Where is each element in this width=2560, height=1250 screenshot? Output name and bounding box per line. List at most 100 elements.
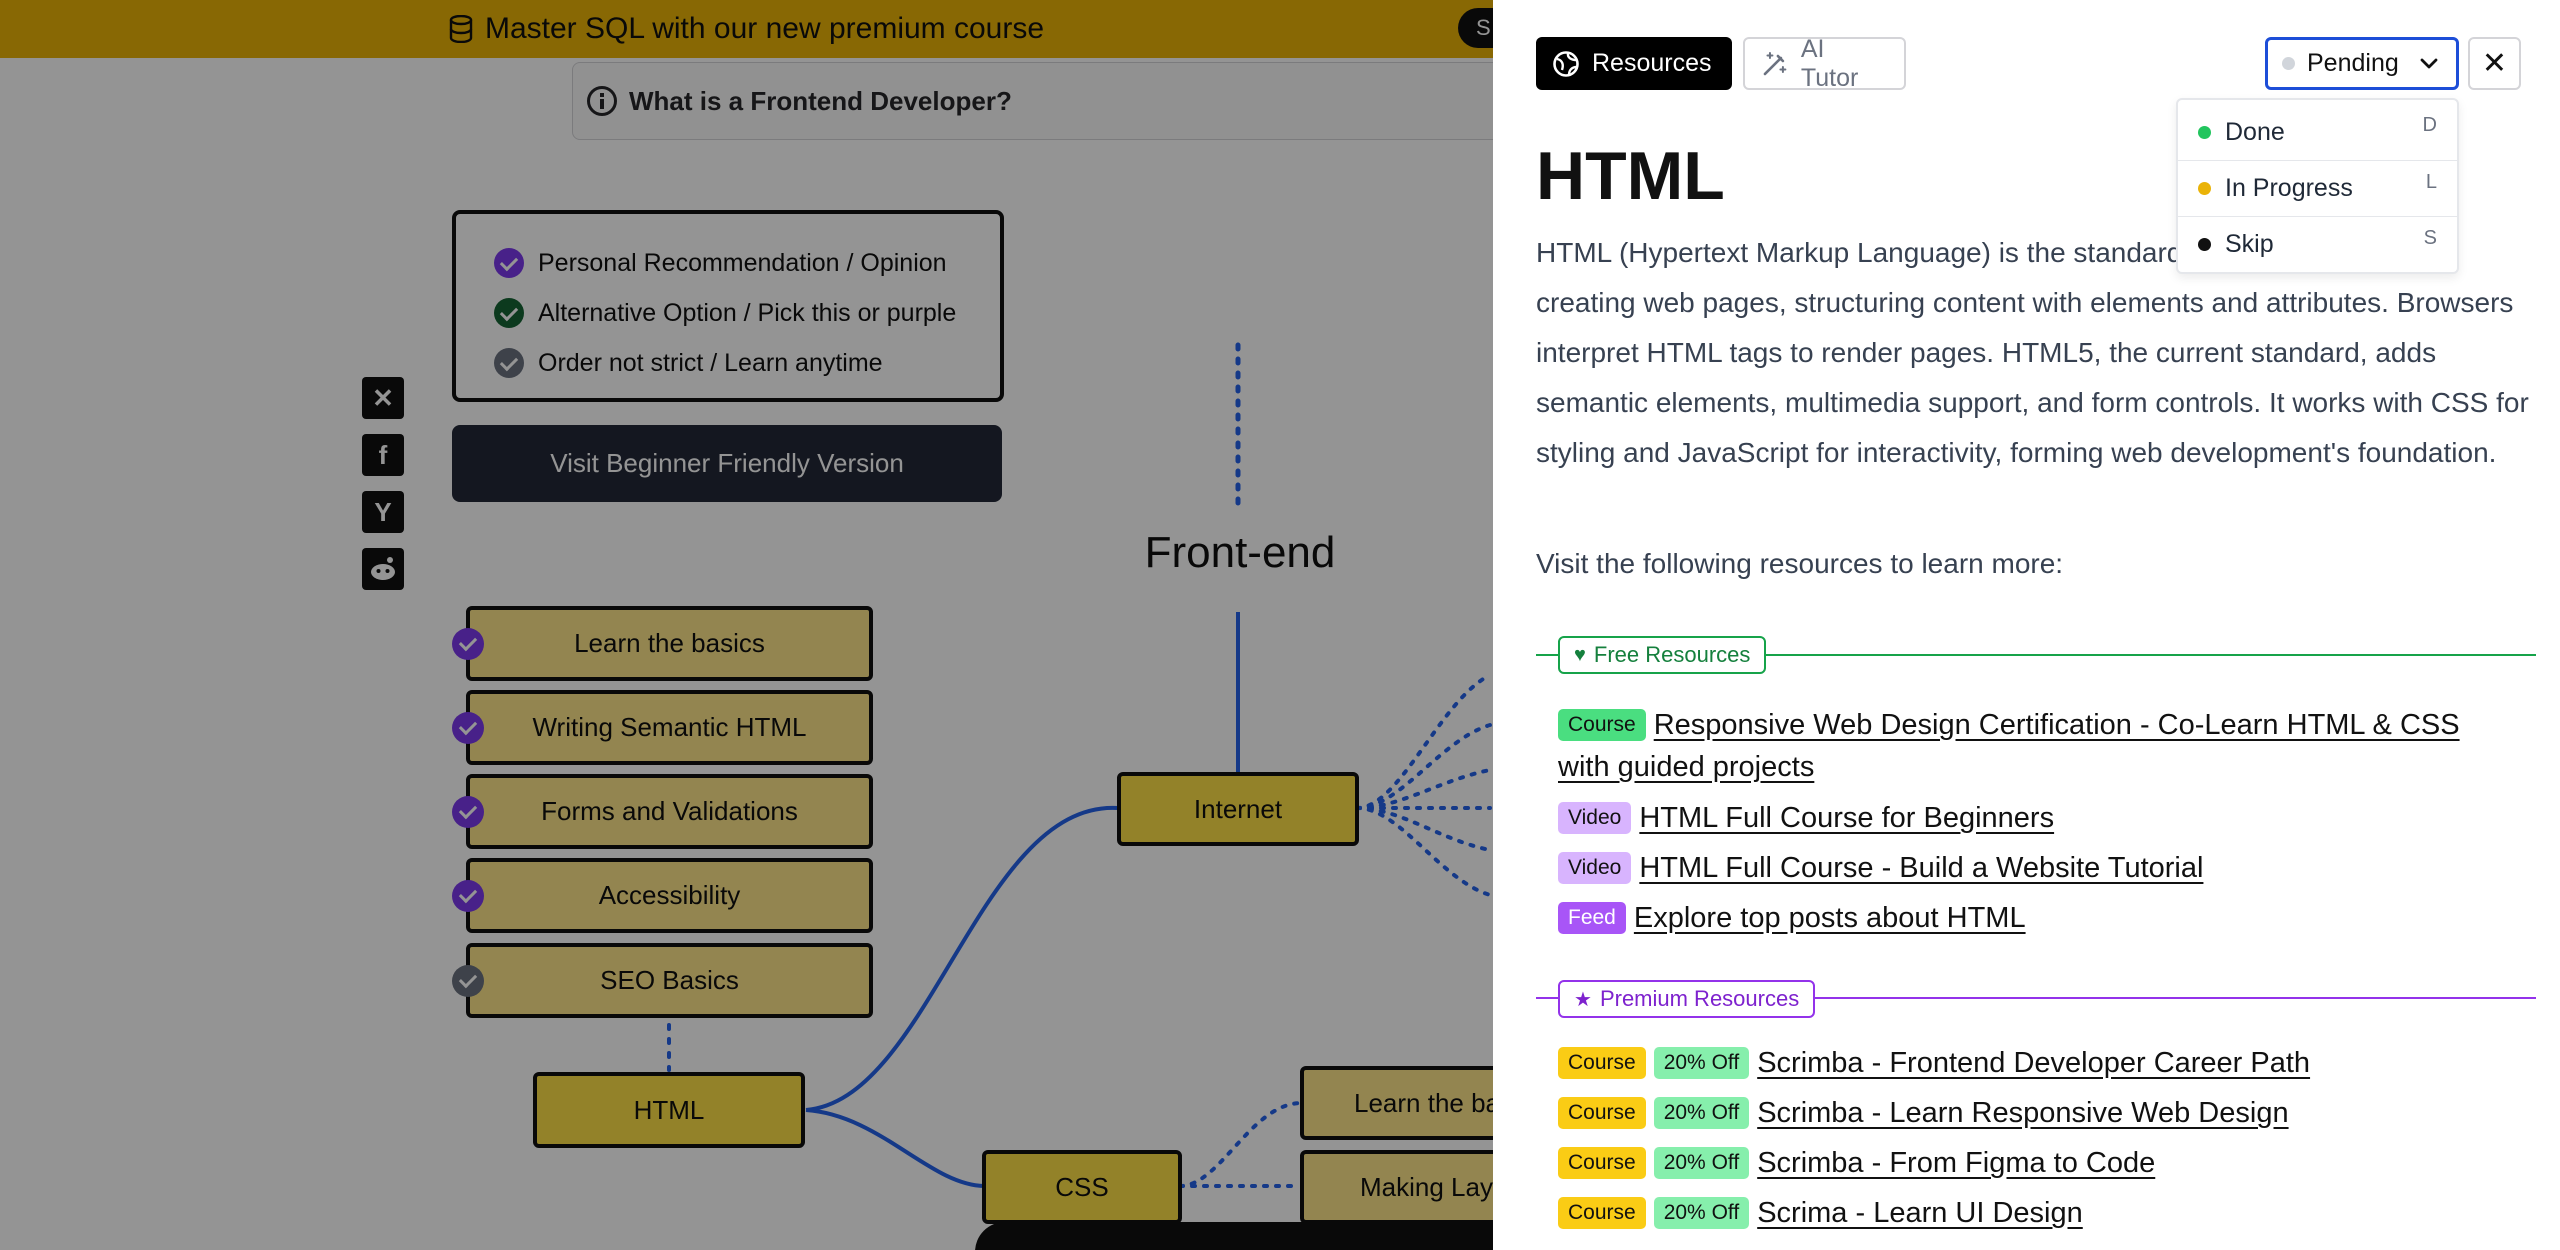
resource-link[interactable]: Responsive Web Design Certification - Co…: [1558, 709, 2460, 783]
close-drawer-button[interactable]: ✕: [2468, 37, 2521, 90]
hacker-news-share-icon[interactable]: Y: [362, 491, 404, 533]
status-value: Pending: [2307, 49, 2399, 77]
check-circle-icon: [494, 298, 524, 328]
resource-link[interactable]: Scrima - Learn UI Design: [1757, 1197, 2083, 1229]
check-circle-icon: [452, 965, 484, 997]
topic-description: HTML (Hypertext Markup Language) is the …: [1536, 237, 2529, 468]
roadmap-legend: Personal Recommendation / Opinion Altern…: [452, 210, 1004, 402]
faq-toggle[interactable]: What is a Frontend Developer?: [572, 62, 1493, 140]
status-dropdown-menu: Done D In Progress L Skip S: [2176, 98, 2459, 274]
badge-course: Course: [1558, 1047, 1646, 1079]
magic-wand-icon: [1763, 51, 1787, 75]
topic-drawer: Resources AI Tutor Pending ✕ Done D In P…: [1493, 0, 2560, 1250]
node-css-learn-basics[interactable]: Learn the ba: [1300, 1066, 1493, 1140]
globe-icon: [1553, 50, 1579, 77]
check-circle-icon: [452, 796, 484, 828]
tab-label: AI Tutor: [1800, 34, 1859, 92]
progress-status-select[interactable]: Pending: [2265, 37, 2459, 90]
check-circle-icon: [494, 248, 524, 278]
reddit-icon: [371, 557, 395, 580]
status-dot: [2198, 238, 2211, 251]
option-label: Done: [2225, 117, 2285, 146]
badge-discount: 20% Off: [1653, 1197, 1750, 1229]
status-option-in-progress[interactable]: In Progress L: [2178, 160, 2457, 216]
resource-link[interactable]: Scrimba - Learn Responsive Web Design: [1757, 1097, 2289, 1129]
node-writing-semantic-html[interactable]: Writing Semantic HTML: [466, 690, 873, 765]
star-icon: ★: [1574, 988, 1592, 1011]
resource-link[interactable]: Scrimba - From Figma to Code: [1757, 1147, 2156, 1179]
badge-discount: 20% Off: [1653, 1097, 1750, 1129]
badge-course: Course: [1558, 1097, 1646, 1129]
option-label: In Progress: [2225, 174, 2353, 202]
beginner-version-button[interactable]: Visit Beginner Friendly Version: [452, 425, 1002, 502]
premium-divider: [1536, 997, 2536, 999]
legend-label: Alternative Option / Pick this or purple: [538, 298, 957, 327]
legend-item-recommendation: Personal Recommendation / Opinion: [456, 238, 1000, 288]
facebook-share-icon[interactable]: f: [362, 434, 404, 476]
free-divider: [1536, 654, 2536, 656]
node-seo-basics[interactable]: SEO Basics: [466, 943, 873, 1018]
resource-link[interactable]: Scrimba - Frontend Developer Career Path: [1757, 1047, 2311, 1079]
badge-discount: 20% Off: [1653, 1047, 1750, 1079]
check-circle-icon: [452, 712, 484, 744]
check-circle-icon: [452, 880, 484, 912]
legend-item-alternative: Alternative Option / Pick this or purple: [456, 288, 1000, 338]
node-css-making-layouts[interactable]: Making Lay: [1300, 1150, 1493, 1224]
resource-link[interactable]: Explore top posts about HTML: [1633, 902, 2026, 934]
roadmap-canvas: Master SQL with our new premium course S…: [0, 0, 1493, 1250]
badge-discount: 20% Off: [1653, 1147, 1750, 1179]
badge-video: Video: [1558, 852, 1632, 884]
node-css[interactable]: CSS: [982, 1150, 1182, 1224]
x-twitter-share-icon[interactable]: ✕: [362, 377, 404, 419]
node-html[interactable]: HTML: [533, 1072, 805, 1148]
status-option-done[interactable]: Done D: [2178, 104, 2457, 160]
promo-banner[interactable]: Master SQL with our new premium course: [0, 0, 1493, 58]
info-icon: [587, 86, 617, 116]
chevron-down-icon: [2420, 58, 2438, 68]
badge-video: Video: [1558, 802, 1632, 834]
resource-link[interactable]: HTML Full Course - Build a Website Tutor…: [1639, 852, 2204, 884]
faq-label: What is a Frontend Developer?: [629, 85, 1012, 116]
badge-course: Course: [1558, 1197, 1646, 1229]
legend-item-order-not-strict: Order not strict / Learn anytime: [456, 338, 1000, 388]
tab-ai-tutor[interactable]: AI Tutor: [1743, 34, 1906, 92]
tab-resources[interactable]: Resources: [1536, 37, 1732, 90]
reddit-share-icon[interactable]: [362, 548, 404, 590]
section-label: Premium Resources: [1599, 986, 1800, 1011]
check-circle-icon: [452, 628, 484, 660]
database-icon: [449, 15, 473, 43]
resources-intro: Visit the following resources to learn m…: [1536, 548, 2064, 579]
node-internet[interactable]: Internet: [1117, 772, 1359, 846]
badge-feed: Feed: [1558, 902, 1626, 934]
status-option-skip[interactable]: Skip S: [2178, 216, 2457, 272]
badge-course: Course: [1558, 709, 1646, 741]
node-forms-and-validations[interactable]: Forms and Validations: [466, 774, 873, 849]
status-dot: [2282, 57, 2295, 70]
modal-backdrop[interactable]: [0, 0, 1493, 1250]
badge-course: Course: [1558, 1147, 1646, 1179]
check-circle-icon: [494, 348, 524, 378]
resource-link[interactable]: HTML Full Course for Beginners: [1639, 802, 2055, 834]
shortcut-key: S: [2423, 227, 2437, 249]
banner-cta-button[interactable]: S: [1458, 8, 1493, 48]
free-resources-label: ♥ Free Resources: [1558, 636, 1767, 674]
banner-text: Master SQL with our new premium course: [484, 12, 1045, 45]
node-accessibility[interactable]: Accessibility: [466, 858, 873, 933]
section-label: Free Resources: [1593, 642, 1751, 667]
shortcut-key: D: [2422, 114, 2437, 136]
option-label: Skip: [2225, 230, 2274, 258]
roadmap-title: Front-end: [1144, 528, 1336, 577]
roadmap-connectors: [667, 342, 1492, 1188]
status-dot: [2198, 182, 2211, 195]
floating-toolbar[interactable]: [975, 1222, 1493, 1250]
node-learn-the-basics[interactable]: Learn the basics: [466, 606, 873, 681]
topic-title: HTML: [1536, 138, 1725, 214]
